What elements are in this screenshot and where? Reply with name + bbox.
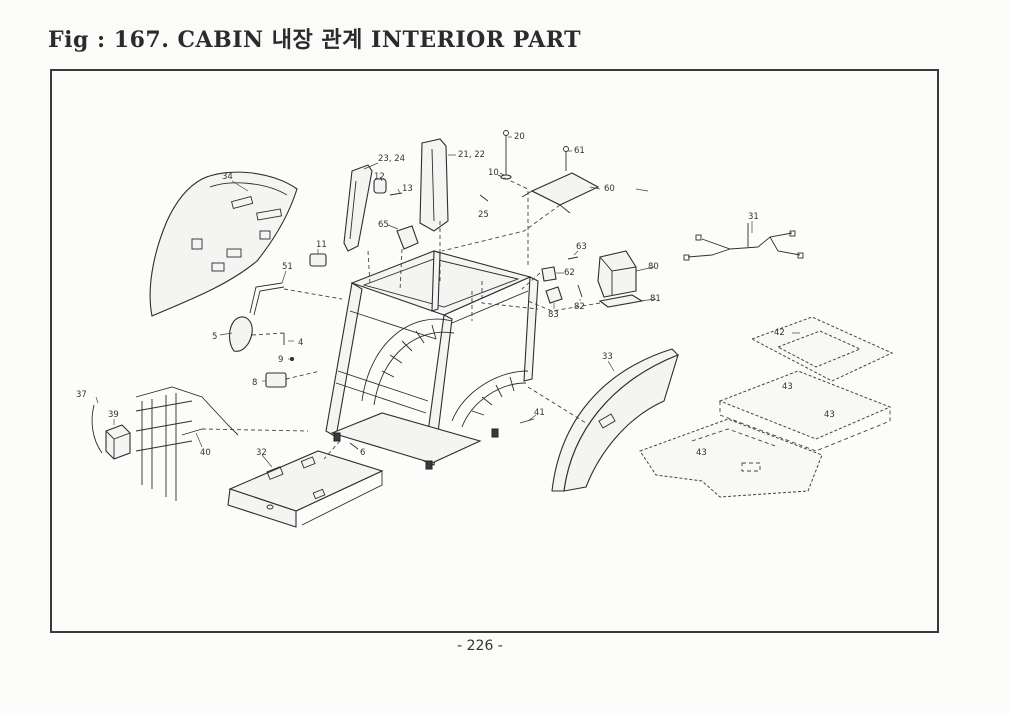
- callout-39: 39: [108, 410, 119, 420]
- callout-5: 5: [212, 332, 217, 342]
- page-title: Fig : 167. CABIN 내장 관계 INTERIOR PART: [48, 27, 582, 53]
- part-11-lamp: [309, 253, 327, 267]
- callout-12: 12: [374, 172, 385, 182]
- part-33-right-fender-trim: [551, 348, 679, 492]
- callout-51: 51: [282, 262, 293, 272]
- callout-6: 6: [360, 448, 365, 458]
- callout-60: 60: [604, 184, 615, 194]
- callout-4: 4: [298, 338, 303, 348]
- callout-43-right: 43: [824, 410, 835, 420]
- callout-62: 62: [564, 268, 575, 278]
- part-65-mirror: [396, 225, 419, 250]
- page-number: - 226 -: [457, 638, 503, 654]
- part-23-24-pillar-trim: [343, 164, 373, 252]
- part-21-22-tall-pillar: [419, 138, 449, 232]
- part-82-screw: [577, 284, 583, 298]
- exploded-parts-diagram: 34 23, 24 12 13 21, 22 20 10 25 61 60 65…: [76, 130, 894, 528]
- callout-61: 61: [574, 146, 585, 156]
- part-62-bracket: [541, 266, 557, 282]
- callout-41: 41: [534, 408, 545, 418]
- callout-20: 20: [514, 132, 525, 142]
- alignment-lines: [201, 174, 601, 460]
- part-8-switch: [265, 372, 287, 388]
- callout-81: 81: [650, 294, 661, 304]
- part-32-floor-plate: [227, 450, 384, 528]
- callout-40: 40: [200, 448, 211, 458]
- callout-31: 31: [748, 212, 759, 222]
- callout-83: 83: [548, 310, 559, 320]
- cabin-frame: [325, 250, 539, 470]
- part-83-bracket: [545, 286, 563, 304]
- part-34-left-trim-panel: [149, 171, 298, 317]
- diagram-frame: 34 23, 24 12 13 21, 22 20 10 25 61 60 65…: [50, 69, 939, 633]
- leader-lines: [95, 136, 800, 468]
- part-12-handle: [373, 178, 403, 196]
- callout-82: 82: [574, 302, 585, 312]
- part-31-wire-harness: [683, 223, 804, 261]
- part-37-39-40-bracket-assembly: [91, 386, 239, 501]
- part-41-screw: [519, 418, 535, 424]
- part-42-43-floor-mats: [639, 316, 894, 498]
- callout-63: 63: [576, 242, 587, 252]
- callout-8: 8: [252, 378, 257, 388]
- callout-37: 37: [76, 390, 87, 400]
- callout-labels: 34 23, 24 12 13 21, 22 20 10 25 61 60 65…: [76, 132, 835, 458]
- part-6-screw: [349, 442, 359, 450]
- part-5-cover: [228, 316, 253, 352]
- part-60-plate: [521, 146, 600, 214]
- part-20-bolt: [500, 130, 512, 180]
- callout-43-upper: 43: [782, 382, 793, 392]
- callout-13: 13: [402, 184, 413, 194]
- callout-80: 80: [648, 262, 659, 272]
- part-80-housing: [597, 250, 637, 298]
- callout-23-24: 23, 24: [378, 154, 405, 164]
- part-25-screw: [479, 194, 489, 202]
- callout-34: 34: [222, 172, 233, 182]
- callout-9: 9: [278, 355, 283, 365]
- callout-33: 33: [602, 352, 613, 362]
- callout-43-lower: 43: [696, 448, 707, 458]
- callout-65: 65: [378, 220, 389, 230]
- callout-32: 32: [256, 448, 267, 458]
- part-51-handle-bar: [249, 282, 285, 316]
- part-63-screw: [567, 256, 579, 260]
- callout-42: 42: [774, 328, 785, 338]
- callout-25: 25: [478, 210, 489, 220]
- callout-11: 11: [316, 240, 327, 250]
- callout-10: 10: [488, 168, 499, 178]
- callout-21-22: 21, 22: [458, 150, 485, 160]
